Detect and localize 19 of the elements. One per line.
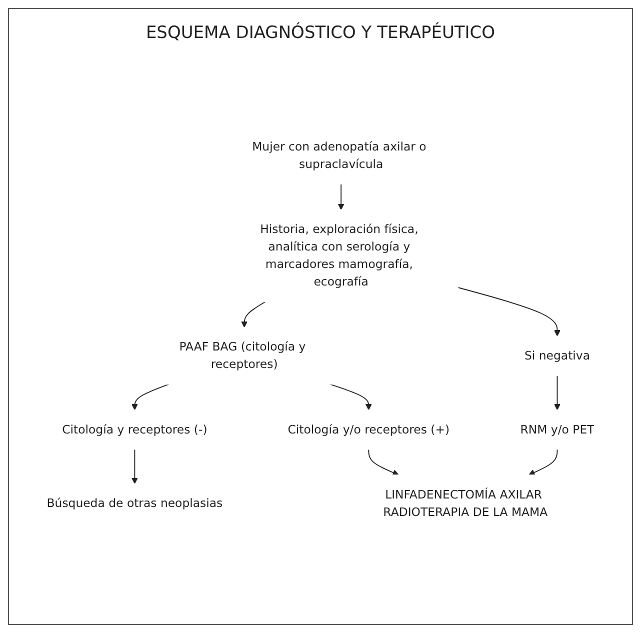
- arrow: [330, 384, 372, 410]
- node-text: RNM y/o PET: [520, 422, 594, 436]
- arrow: [458, 287, 560, 336]
- node-text: Mujer con adenopatía axilar o supraclavícula: [252, 140, 426, 171]
- diagram-title: ESQUEMA DIAGNÓSTICO Y TERAPÉUTICO: [144, 23, 496, 43]
- node-text: Búsqueda de otras neoplasias: [46, 496, 223, 510]
- arrow: [132, 448, 138, 484]
- arrow: [338, 184, 344, 210]
- node-text: Si negativa: [524, 348, 590, 362]
- node-text: Citología y receptores (-): [62, 422, 208, 436]
- node-text: PAAF BAG (citología y receptores): [179, 340, 306, 372]
- node-text: Citología y/o receptores (+): [288, 422, 450, 436]
- arrow: [528, 448, 558, 476]
- arrow: [368, 448, 399, 476]
- node-text: LINFADENECTOMÍA AXILAR RADIOTERAPIA DE LA MAMA: [383, 487, 548, 519]
- arrow: [554, 375, 560, 410]
- arrow: [132, 384, 170, 410]
- arrow: [241, 301, 266, 328]
- node-text: Historia, exploración física, analítica con serología y marcadores mamografía, ecografía: [260, 222, 418, 289]
